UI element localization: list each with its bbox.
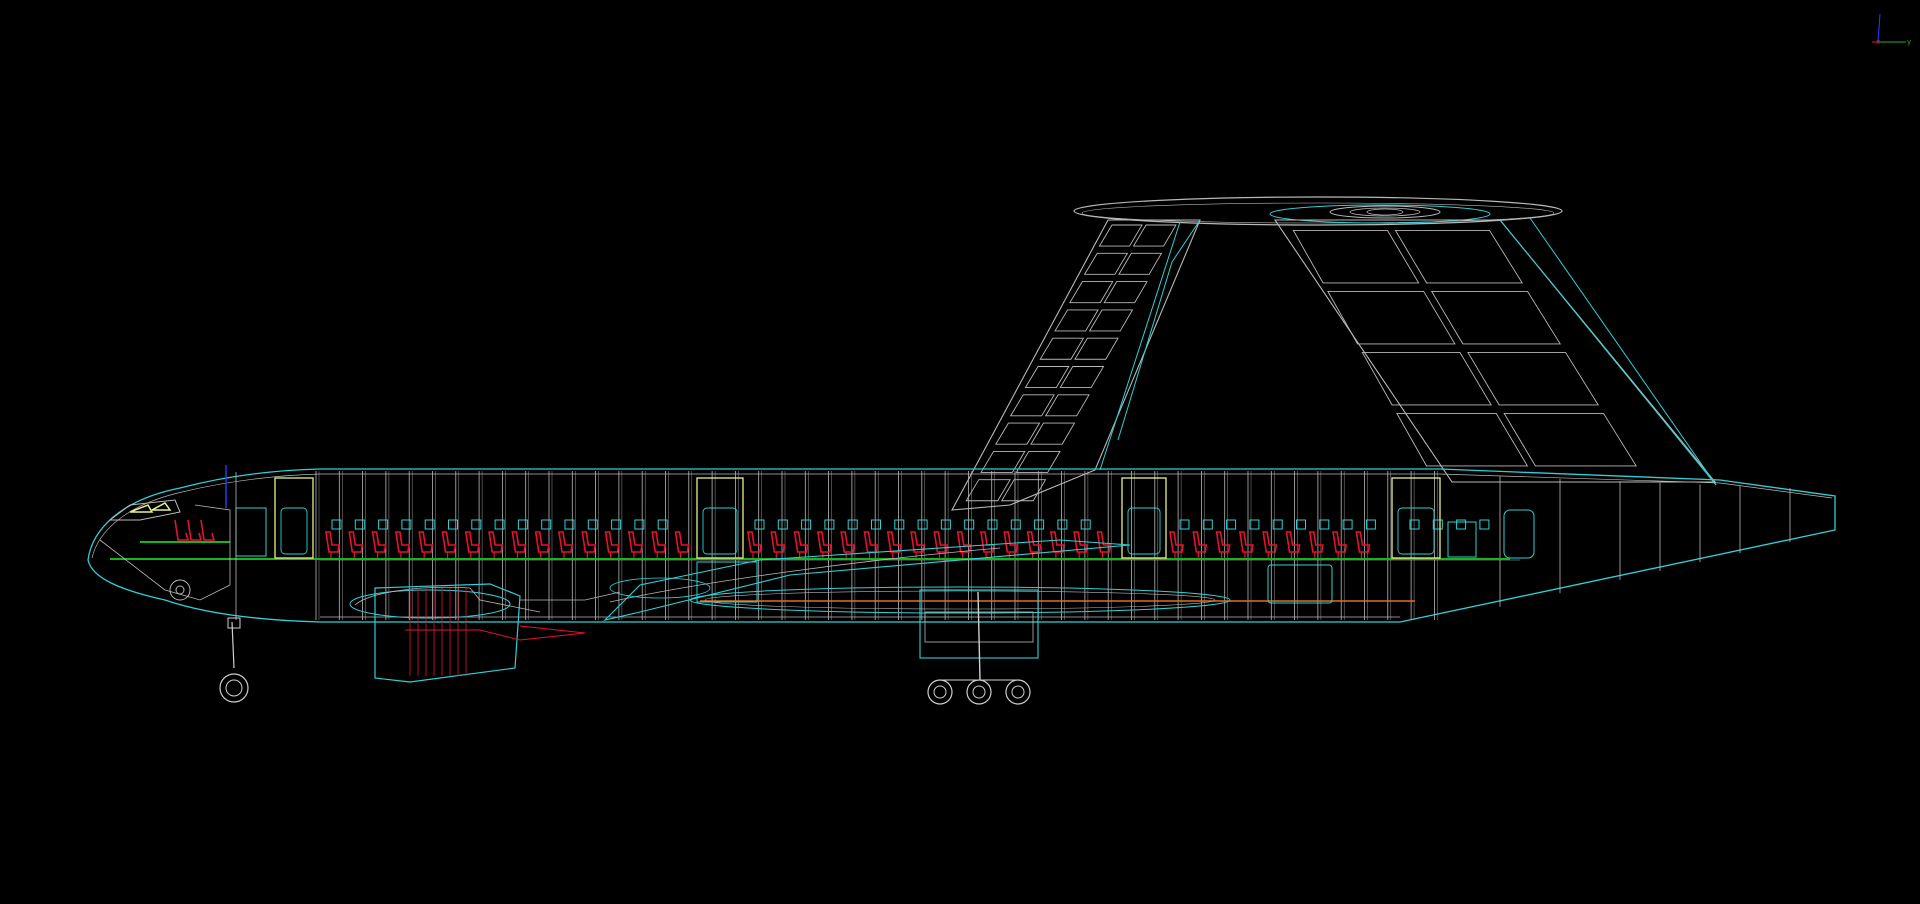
engine-nacelle	[349, 583, 621, 683]
radome-struts	[951, 217, 1717, 511]
landing-gear	[219, 589, 1039, 705]
z-axis-icon	[1877, 13, 1881, 43]
view-orientation-triad[interactable]: x y	[1866, 8, 1918, 52]
tail-cone	[1439, 473, 1833, 607]
x-axis-label: x	[1876, 38, 1880, 46]
passenger-seats	[325, 531, 1371, 558]
cabin-floor-line	[110, 541, 1510, 602]
wing-section	[603, 539, 1231, 621]
radome-dome	[1073, 196, 1563, 226]
cabin-doors	[274, 477, 1477, 604]
cockpit	[99, 465, 267, 620]
y-axis-label: y	[1907, 38, 1911, 46]
cabin-windows	[331, 519, 1490, 530]
